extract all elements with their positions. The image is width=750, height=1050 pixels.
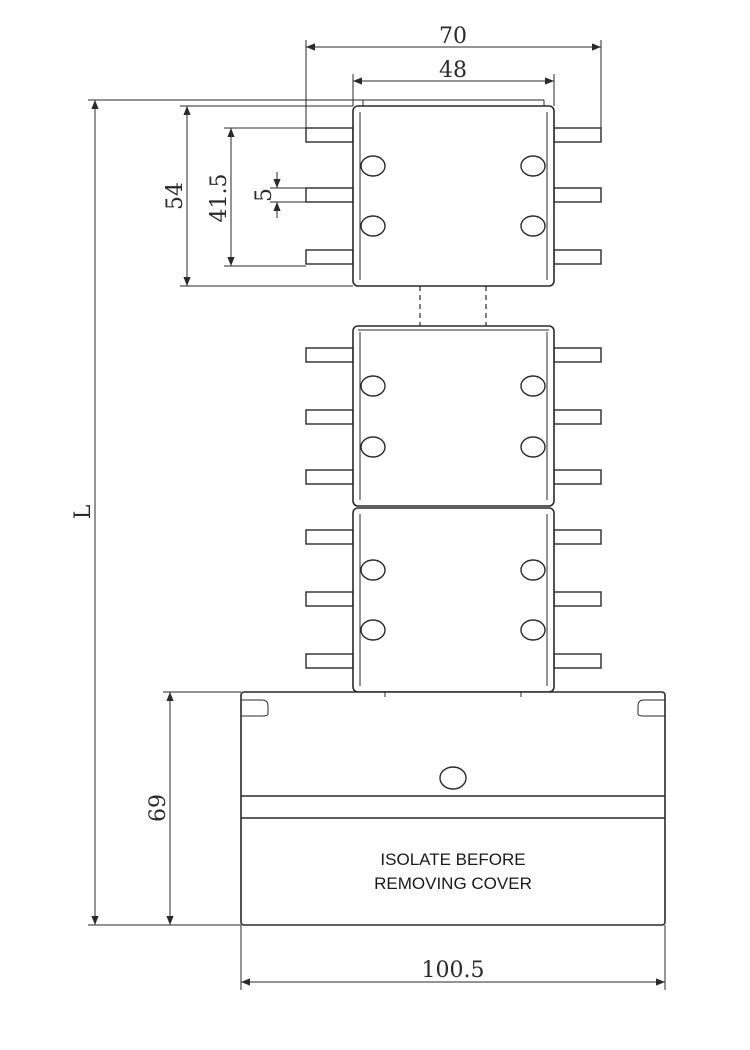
- dim-54-label: 54: [163, 182, 188, 210]
- module-2-body: [352, 325, 555, 507]
- dim-54: 54: [163, 105, 353, 287]
- base-corner-right: [637, 699, 665, 717]
- dim-L: L: [71, 99, 363, 926]
- module-3-pin-left-1: [305, 529, 354, 545]
- module-3-pin-right-1: [553, 529, 602, 545]
- module-1-pin-left-1: [305, 127, 354, 143]
- module-2: [305, 325, 602, 507]
- module-3-hole-tr: [520, 559, 546, 581]
- module-3-hole-br: [520, 619, 546, 641]
- base-label-line2: REMOVING COVER: [374, 874, 532, 893]
- dim-100-5-label: 100.5: [422, 958, 485, 983]
- dim-70-label: 70: [439, 24, 467, 49]
- dim-69-label: 69: [146, 794, 171, 822]
- module-3-hole-tl: [360, 559, 386, 581]
- module-3-pin-left-3: [305, 653, 354, 669]
- module-2-hole-tr: [520, 375, 546, 397]
- module-3-body: [352, 507, 555, 693]
- base-corner-left: [241, 699, 269, 717]
- base-hole: [439, 766, 467, 790]
- module-1-pin-left-3: [305, 249, 354, 265]
- dim-100-5: 100.5: [240, 925, 666, 990]
- base-enclosure: ISOLATE BEFORE REMOVING COVER: [240, 691, 666, 926]
- module-1-hole-br: [520, 215, 546, 237]
- dim-70: 70: [305, 24, 602, 142]
- module-2-hole-bl: [360, 436, 386, 458]
- module-3-pin-left-2: [305, 591, 354, 607]
- module-2-hole-tl: [360, 375, 386, 397]
- dim-48-label: 48: [439, 58, 467, 83]
- module-3-pin-right-2: [553, 591, 602, 607]
- module-1: [305, 99, 602, 287]
- module-1-pin-left-2: [305, 187, 354, 203]
- base-label-line1: ISOLATE BEFORE: [380, 850, 525, 869]
- dim-L-label: L: [71, 504, 96, 519]
- base-body: [240, 691, 666, 926]
- module-2-pin-right-3: [553, 469, 602, 485]
- module-3-pin-right-3: [553, 653, 602, 669]
- module-2-pin-right-2: [553, 409, 602, 425]
- dim-41-5-label: 41.5: [207, 174, 232, 223]
- module-1-pin-right-2: [553, 187, 602, 203]
- module-3: [305, 507, 602, 693]
- module-1-body: [352, 105, 555, 287]
- dim-5: 5: [252, 172, 306, 218]
- module-3-hole-bl: [360, 619, 386, 641]
- module-1-hole-bl: [360, 215, 386, 237]
- dim-48: 48: [352, 58, 555, 106]
- dim-69: 69: [146, 691, 241, 925]
- dim-5-label: 5: [252, 188, 277, 202]
- module-2-pin-left-3: [305, 469, 354, 485]
- module-2-hole-br: [520, 436, 546, 458]
- module-2-pin-left-2: [305, 409, 354, 425]
- module-1-pin-right-3: [553, 249, 602, 265]
- module-1-hole-tl: [360, 155, 386, 177]
- dim-41-5: 41.5: [207, 127, 306, 267]
- module-1-pin-right-1: [553, 127, 602, 143]
- module-2-pin-left-1: [305, 347, 354, 363]
- module-1-hole-tr: [520, 155, 546, 177]
- module-2-pin-right-1: [553, 347, 602, 363]
